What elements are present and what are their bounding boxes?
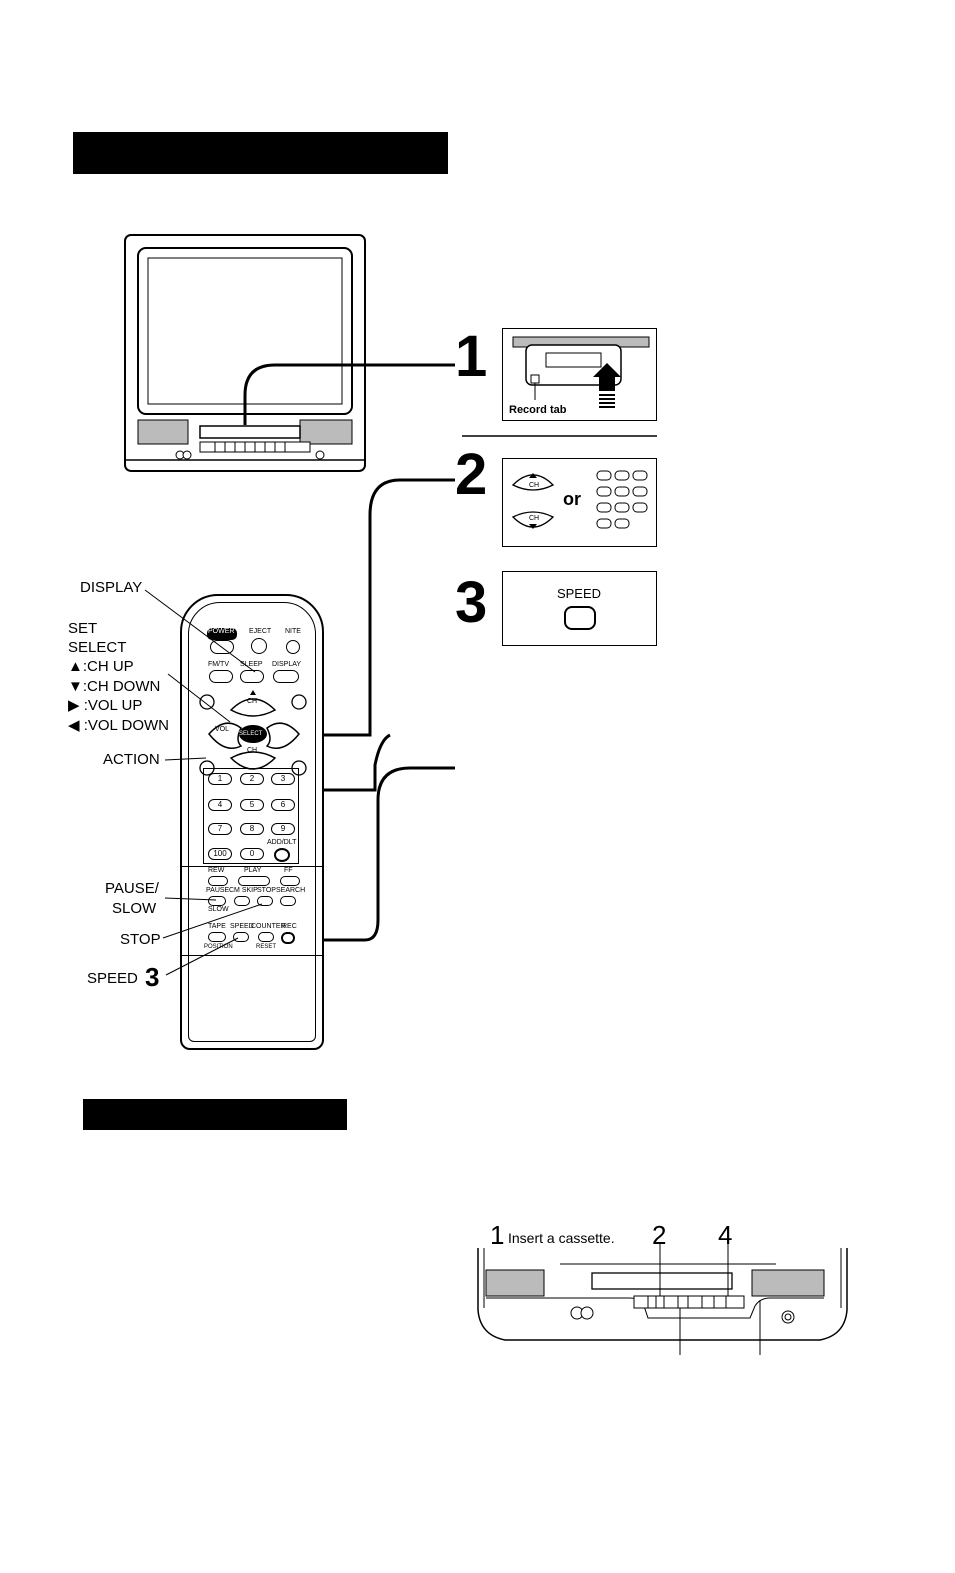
remote-tape-button[interactable] [208, 932, 226, 942]
front-step-1-text: Insert a cassette. [508, 1230, 615, 1246]
front-step-2-number: 2 [652, 1220, 667, 1250]
remote-digit-button[interactable]: 1 [208, 773, 232, 785]
step-2-number: 2 [455, 442, 488, 507]
remote-ff-button[interactable] [280, 876, 300, 886]
front-step-4-number: 4 [718, 1220, 733, 1250]
callout-set: SET [68, 620, 98, 637]
remote-keypad-frame [203, 768, 299, 864]
remote-speed-label: SPEED [230, 923, 254, 930]
connector-lines [243, 363, 657, 942]
remote-cmskip-button[interactable] [234, 896, 250, 906]
section-header-bar-2 [83, 1099, 347, 1130]
ch-down-button-icon: CH [511, 511, 555, 529]
svg-text:CH: CH [529, 482, 539, 489]
speed-panel-label: SPEED [556, 586, 602, 601]
remote-rec-button[interactable] [281, 932, 295, 944]
remote-play-label: PLAY [244, 867, 262, 874]
step-3-number: 3 [455, 570, 488, 635]
remote-digit-button[interactable]: 3 [271, 773, 295, 785]
remote-transport-divider [182, 866, 322, 867]
remote-nite-label: NITE [285, 628, 301, 635]
remote-eject-button[interactable] [251, 638, 267, 654]
remote-ch-down-label: CH [247, 747, 258, 754]
section-header-bar [73, 132, 448, 174]
step-1-number: 1 [455, 324, 488, 389]
remote-stop-button[interactable] [257, 896, 273, 906]
callout-stop: STOP [120, 931, 161, 948]
remote-fmtv-button[interactable] [209, 670, 233, 683]
remote-digit-button[interactable]: 9 [271, 823, 295, 835]
remote-sleep-button[interactable] [240, 670, 264, 683]
speed-button-icon [564, 606, 596, 630]
remote-ch-up-label: CH [247, 698, 258, 705]
remote-display-button[interactable] [273, 670, 299, 683]
callout-vol-down: ◀ :VOL DOWN [68, 717, 169, 734]
front-panel-illustration [477, 1244, 848, 1355]
or-label: or [563, 489, 581, 509]
callout-ch-up: ▲:CH UP [68, 658, 134, 675]
remote-pause-button[interactable] [208, 896, 226, 906]
front-step-1-number: 1 [490, 1220, 505, 1250]
svg-text:CH: CH [529, 515, 539, 522]
callout-vol-up: ▶ :VOL UP [68, 697, 143, 714]
remote-inner-border [188, 602, 316, 1042]
remote-digit-button[interactable]: 6 [271, 799, 295, 811]
remote-fmtv-label: FM/TV [208, 661, 229, 668]
remote-play-button[interactable] [238, 876, 270, 886]
number-keypad-mini [595, 469, 653, 539]
tv-illustration [124, 234, 366, 472]
record-tab-label: Record tab [509, 404, 567, 416]
remote-eject-label: EJECT [249, 628, 272, 635]
remote-digit-button[interactable]: 5 [240, 799, 264, 811]
channel-select-panel: CH CH or [502, 458, 657, 547]
remote-power-button[interactable] [207, 628, 237, 640]
insert-cassette-panel: Record tab [502, 328, 657, 421]
remote-counter-label: COUNTER [251, 923, 286, 930]
callout-speed: SPEED [87, 970, 138, 987]
remote-digit-button[interactable]: 0 [240, 848, 264, 860]
remote-pause-label: PAUSE [206, 887, 230, 894]
remote-tape-label: TAPE [208, 923, 226, 930]
remote-stop-label: STOP [257, 887, 276, 894]
remote-digit-button[interactable]: 2 [240, 773, 264, 785]
cassette-illustration [512, 336, 650, 408]
remote-direction-pad[interactable] [195, 688, 315, 780]
remote-slow-label: SLOW [208, 906, 229, 913]
callout-pause: PAUSE/ [105, 880, 159, 897]
remote-sleep-label: SLEEP [240, 661, 263, 668]
remote-add-dlt-label: ADD/DLT [267, 839, 297, 846]
callout-speed-step: 3 [145, 962, 160, 992]
remote-digit-button[interactable]: 4 [208, 799, 232, 811]
callout-slow: SLOW [112, 900, 157, 917]
remote-display-label: DISPLAY [272, 661, 302, 668]
remote-rec-label: REC [282, 923, 297, 930]
ch-up-button-icon: CH [511, 473, 555, 491]
remote-add-dlt-button[interactable] [274, 848, 290, 862]
remote-nite-button[interactable] [286, 640, 300, 654]
remote-vol-label: VOL [215, 726, 230, 733]
remote-power-label: POWER [208, 628, 235, 635]
remote-speed-button[interactable] [233, 932, 249, 942]
remote-power-key[interactable] [210, 640, 234, 654]
remote-digit-button[interactable]: 100 [208, 848, 232, 860]
remote-rew-label: REW [208, 867, 225, 874]
remote-cmskip-label: CM SKIP [229, 887, 258, 894]
remote-select-label: SELECT [239, 731, 263, 737]
remote-reset-label: RESET [256, 944, 277, 950]
remote-ff-label: FF [284, 867, 293, 874]
callout-ch-down: ▼:CH DOWN [68, 678, 161, 695]
remote-counter-button[interactable] [258, 932, 274, 942]
remote-lower-divider [182, 955, 322, 956]
speed-panel: SPEED [502, 571, 657, 646]
remote-search-label: SEARCH [276, 887, 306, 894]
callout-action: ACTION [103, 751, 160, 768]
remote-position-label: POSITION [204, 944, 233, 950]
callout-select: SELECT [68, 639, 127, 656]
remote-rew-button[interactable] [208, 876, 228, 886]
remote-search-button[interactable] [280, 896, 296, 906]
remote-callout-lines [144, 589, 263, 976]
callout-display: DISPLAY [80, 579, 143, 596]
remote-digit-button[interactable]: 8 [240, 823, 264, 835]
remote-digit-button[interactable]: 7 [208, 823, 232, 835]
